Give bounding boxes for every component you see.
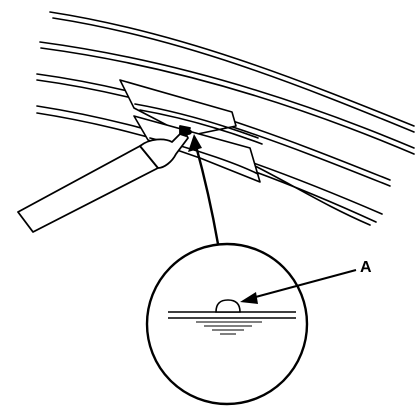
magnifier-circle: [145, 242, 309, 406]
magnifier: [145, 242, 309, 406]
leader-arrowhead: [188, 134, 202, 152]
repair-spot: [184, 129, 192, 135]
glass-shading: [196, 321, 262, 335]
grid-line-2b: [40, 47, 415, 155]
grid-line-1: [49, 11, 415, 127]
grid-line-1b: [52, 17, 415, 133]
repair-pen: [17, 125, 191, 233]
grid-line-2: [39, 41, 415, 149]
repair-bead: [215, 299, 241, 313]
pen-body: [17, 145, 159, 233]
tape-upper: [119, 79, 237, 137]
pen-cap: [139, 129, 189, 169]
callout-label-a: A: [360, 259, 372, 276]
leader-arrow: [194, 144, 220, 246]
callout-a-pointer: [240, 269, 357, 304]
